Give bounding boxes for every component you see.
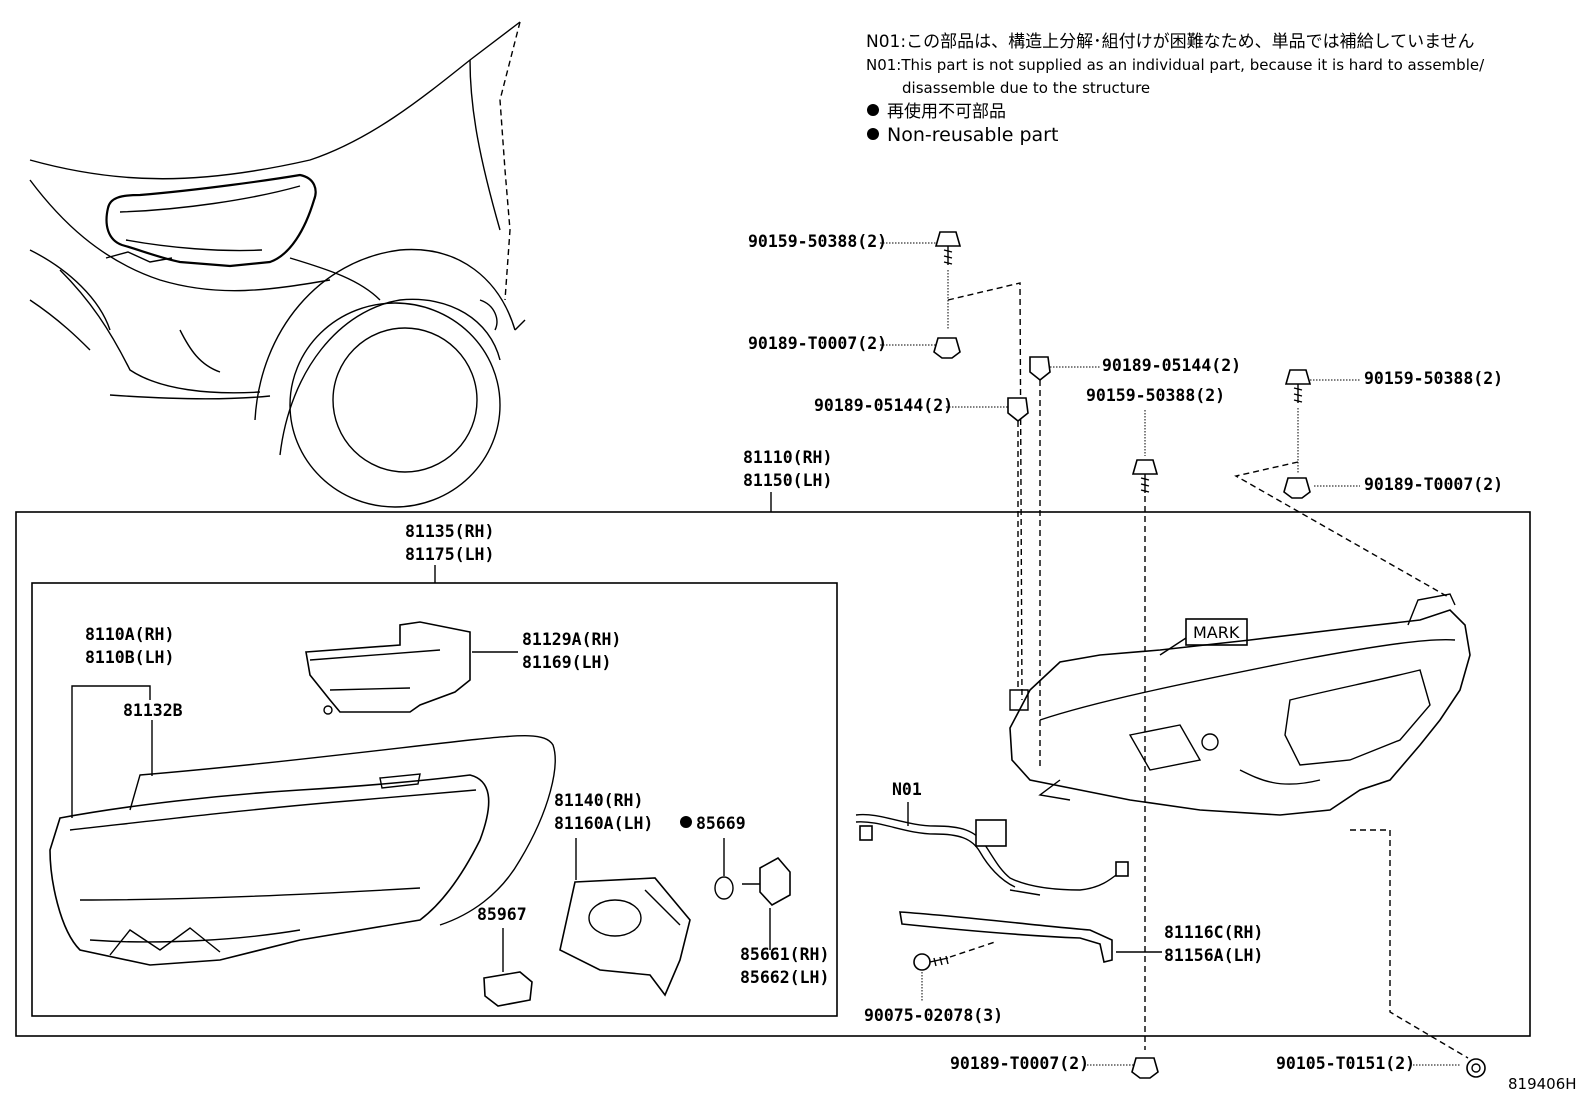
label-81116c-rh: 81116C(RH) <box>1164 923 1263 942</box>
mark-callout-label: MARK <box>1193 623 1240 642</box>
label-n01: N01 <box>892 780 922 799</box>
label-85967: 85967 <box>477 905 527 924</box>
label-81135-rh: 81135(RH) <box>405 522 494 541</box>
label-8110b-lh: 8110B(LH) <box>85 648 174 667</box>
label-85662-lh: 85662(LH) <box>740 968 829 987</box>
label-90189-05144-a: 90189-05144(2) <box>1102 356 1241 375</box>
headlamp-housing-part <box>1009 593 1471 816</box>
flange-bolt-icon <box>1466 1058 1486 1078</box>
label-90075-02078: 90075-02078(3) <box>864 1006 1003 1025</box>
note-nonreusable-japanese: 再使用不可部品 <box>887 101 1006 122</box>
note-n01-english-line1: N01:This part is not supplied as an indi… <box>866 56 1485 74</box>
label-90189-05144-b: 90189-05144(2) <box>814 396 953 415</box>
reflector-81140-part <box>559 877 691 997</box>
note-n01-english-line2: disassemble due to the structure <box>902 79 1150 97</box>
headlamp-lens-part <box>49 773 490 966</box>
label-90159-50388-top: 90159-50388(2) <box>748 232 887 251</box>
note-nonreusable-english: Non-reusable part <box>887 124 1058 146</box>
nut-icon <box>1283 477 1311 499</box>
nonreusable-bullet-icon <box>867 104 879 116</box>
trim-strip-part <box>899 911 1113 963</box>
label-81150-lh: 81150(LH) <box>743 471 832 490</box>
nut-icon <box>1131 1057 1159 1079</box>
label-90189-t0007-right: 90189-T0007(2) <box>1364 475 1503 494</box>
notes-block: N01:この部品は、構造上分解･組付けが困難なため、単品では補給していません N… <box>866 32 1485 146</box>
label-90189-t0007-top: 90189-T0007(2) <box>748 334 887 353</box>
label-81132b: 81132B <box>123 701 183 720</box>
label-90105-t0151: 90105-T0151(2) <box>1276 1054 1415 1073</box>
headlamp-assembly-box <box>15 511 1531 1037</box>
label-81110-rh: 81110(RH) <box>743 448 832 467</box>
o-ring-part <box>714 876 734 900</box>
note-n01-japanese: N01:この部品は、構造上分解･組付けが困難なため、単品では補給していません <box>866 32 1475 52</box>
label-81140-rh: 81140(RH) <box>554 791 643 810</box>
nonreusable-bullet-icon <box>867 128 879 140</box>
label-90159-50388-right: 90159-50388(2) <box>1364 369 1503 388</box>
bolt-icon <box>1284 369 1312 403</box>
vehicle-front-sketch <box>29 21 526 508</box>
label-85661-rh: 85661(RH) <box>740 945 829 964</box>
diagram-id: 819406H <box>1508 1075 1577 1093</box>
label-8110a-rh: 8110A(RH) <box>85 625 174 644</box>
label-90159-50388-mid: 90159-50388(2) <box>1086 386 1225 405</box>
nonreusable-mark-icon <box>680 816 692 828</box>
label-85669: 85669 <box>696 814 746 833</box>
label-81129a-rh: 81129A(RH) <box>522 630 621 649</box>
bolt-icon <box>934 231 962 265</box>
module-85967-part <box>483 971 533 1007</box>
label-81156a-lh: 81156A(LH) <box>1164 946 1263 965</box>
label-81160a-lh: 81160A(LH) <box>554 814 653 833</box>
clip-icon <box>1007 397 1029 423</box>
bulb-85661-part <box>742 856 791 907</box>
label-90189-t0007-bottom: 90189-T0007(2) <box>950 1054 1089 1073</box>
screw-icon <box>913 953 949 971</box>
mark-callout-box <box>1185 618 1248 646</box>
wire-harness-part <box>855 813 1129 896</box>
nut-icon <box>933 337 961 359</box>
bracket-81129a-part <box>305 621 471 715</box>
lens-gasket-part <box>129 735 556 926</box>
clip-icon <box>1029 356 1051 382</box>
bolt-icon <box>1131 459 1159 493</box>
label-81169-lh: 81169(LH) <box>522 653 611 672</box>
label-81175-lh: 81175(LH) <box>405 545 494 564</box>
